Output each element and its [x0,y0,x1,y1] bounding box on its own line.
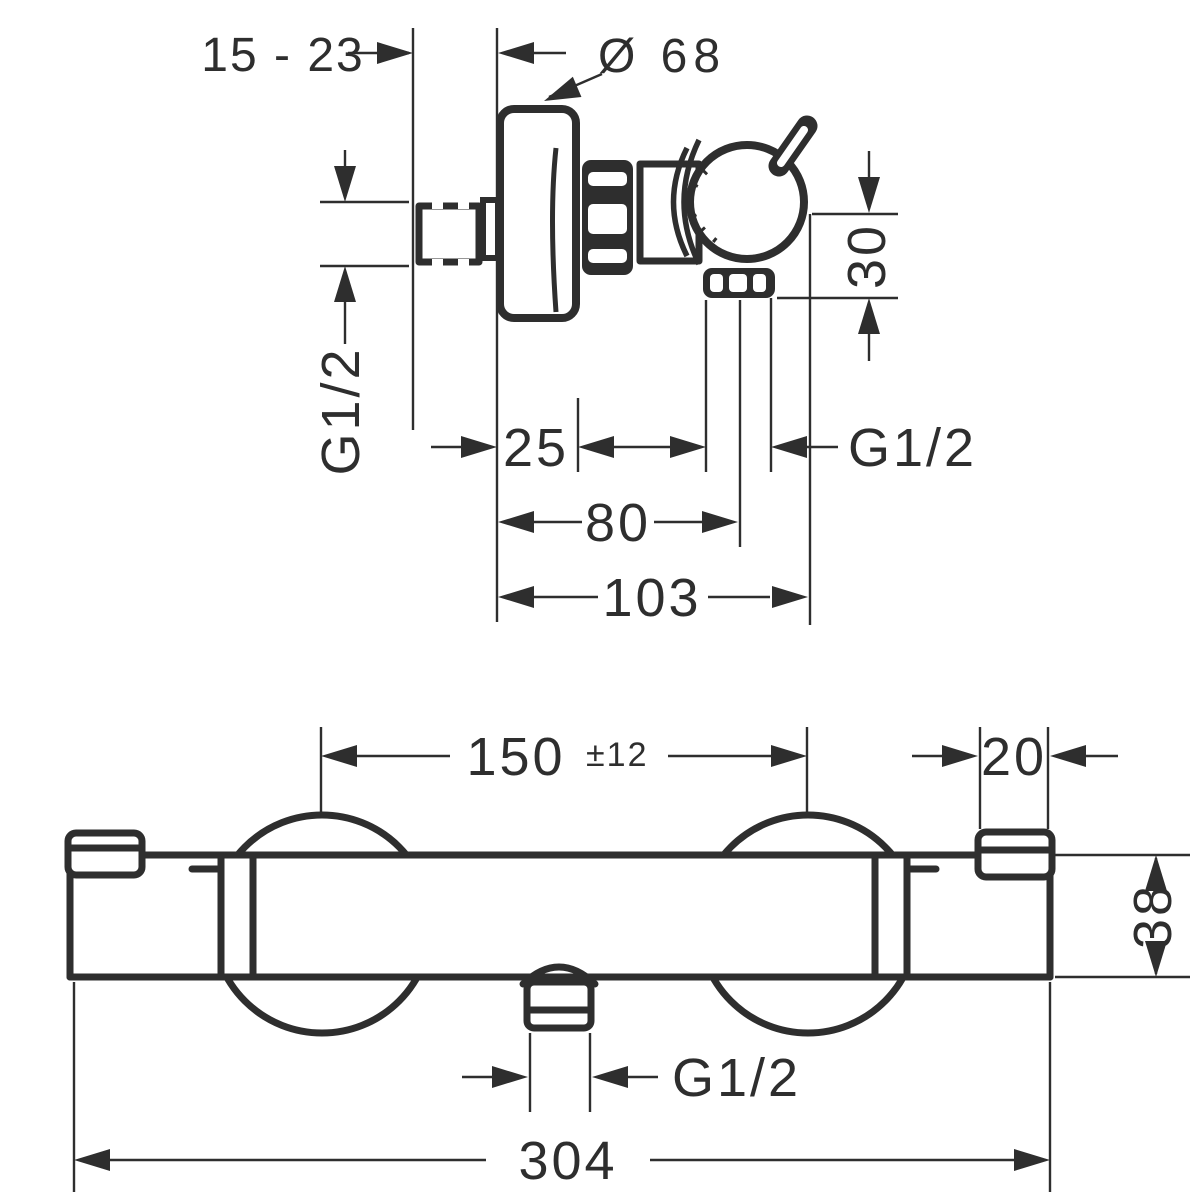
dim-38-label: 38 [1123,883,1183,949]
side-view: 15 - 23 Ø 68 25 G1/2 80 [201,28,977,628]
dim-80-label: 80 [585,493,651,553]
front-view: 150 ±12 20 38 [64,727,1190,1192]
dim-total-width: 304 [72,982,1052,1192]
dim-outlet-thread-front-label: G1/2 [672,1048,801,1108]
escutcheon-side [496,105,580,322]
dim-depth-80: 80 [498,493,738,553]
dim-103-label: 103 [602,568,701,628]
dim-304-label: 304 [518,1131,617,1191]
dim-30-label: 30 [837,223,897,289]
dim-inlet-spacing: 150 ±12 [319,727,809,812]
dim-outlet-thread-front: G1/2 [462,1033,801,1112]
dim-wall-depth-range: 15 - 23 [201,29,566,82]
knob-dome-arc-outer [670,146,690,258]
union-nut-ribs [588,172,627,263]
union-collar [480,197,501,261]
hose-outlet-front [523,978,595,1032]
knob-lever-core [777,126,808,167]
mixer-bar [66,851,1054,981]
wall-pipe-fitting [415,202,483,266]
dim-escutcheon-depth-label: 25 [503,418,569,478]
valve-fixture [415,105,818,322]
dim-wall-depth-label: 15 - 23 [201,29,364,82]
dim-inlet-thread-label: G1/2 [311,346,371,475]
knob-dome-arc-inner [681,138,702,266]
dim-150-tolerance-label: ±12 [586,736,648,774]
dim-escutcheon-diameter: Ø 68 [539,30,726,112]
dim-outlet-drop-30: 30 [837,151,897,361]
dim-outlet-thread-label: G1/2 [848,418,977,478]
escutcheon-dome-line [550,147,559,313]
right-handle-tab [974,828,1056,881]
dim-handle-cap: 20 [912,727,1118,829]
dim-row-25-g12: 25 G1/2 [431,418,977,478]
dim-20-label: 20 [981,727,1047,787]
dim-depth-103: 103 [498,568,808,628]
fitting-thread-gaps [432,198,469,270]
hose-outlet-facets [710,274,766,292]
dim-body-height: 38 [1053,853,1190,979]
dim-diameter-label: Ø 68 [598,30,726,83]
left-handle-tab [64,829,146,879]
dim-inlet-thread: G1/2 [311,150,371,476]
dim-150-label: 150 [466,727,565,787]
